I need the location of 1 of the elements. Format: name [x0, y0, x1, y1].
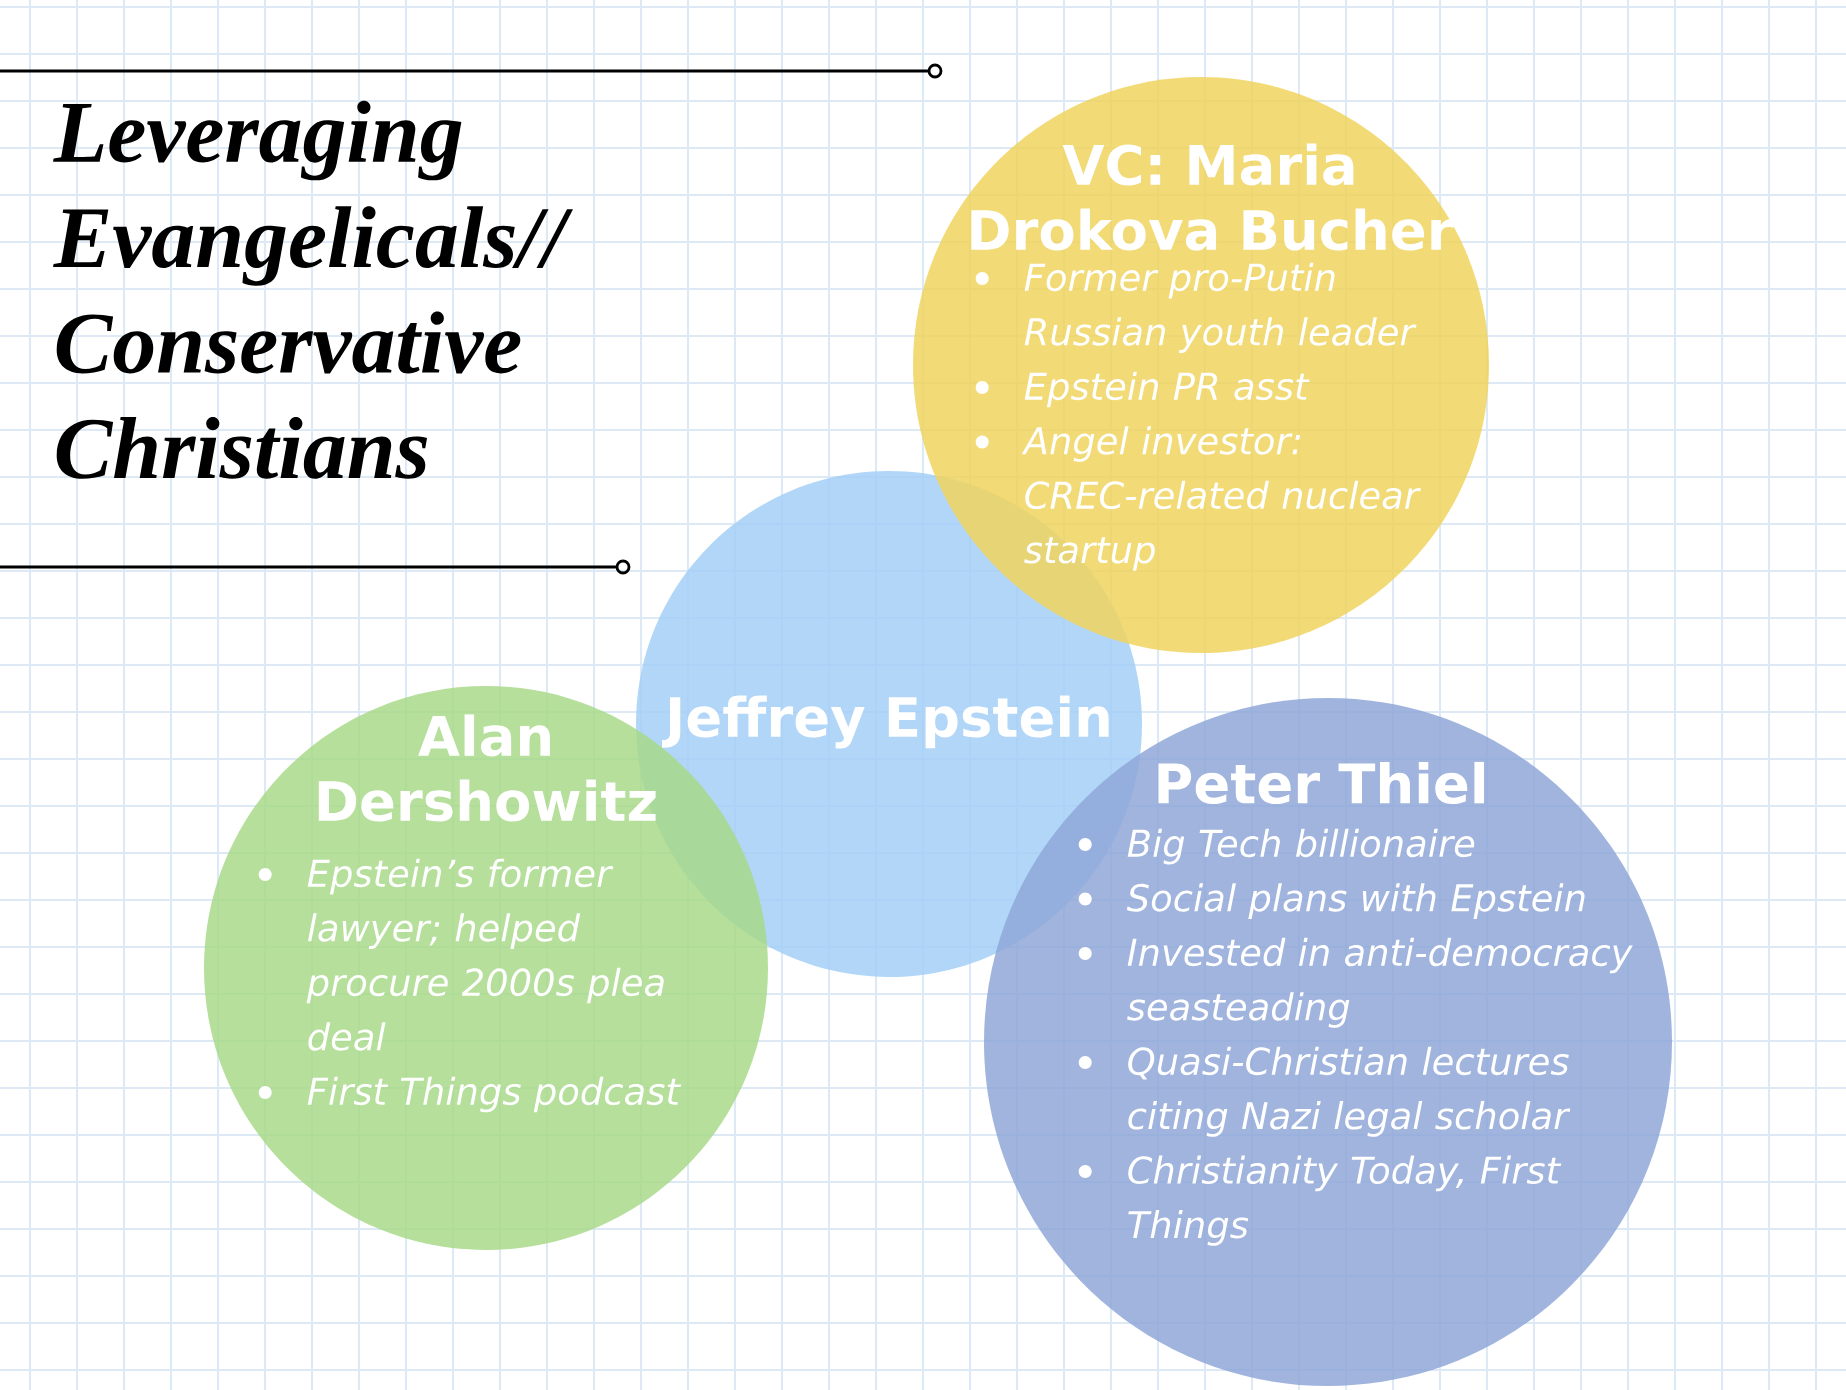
title: Leveraging Evangelicals// Conservative Christians: [53, 100, 573, 479]
